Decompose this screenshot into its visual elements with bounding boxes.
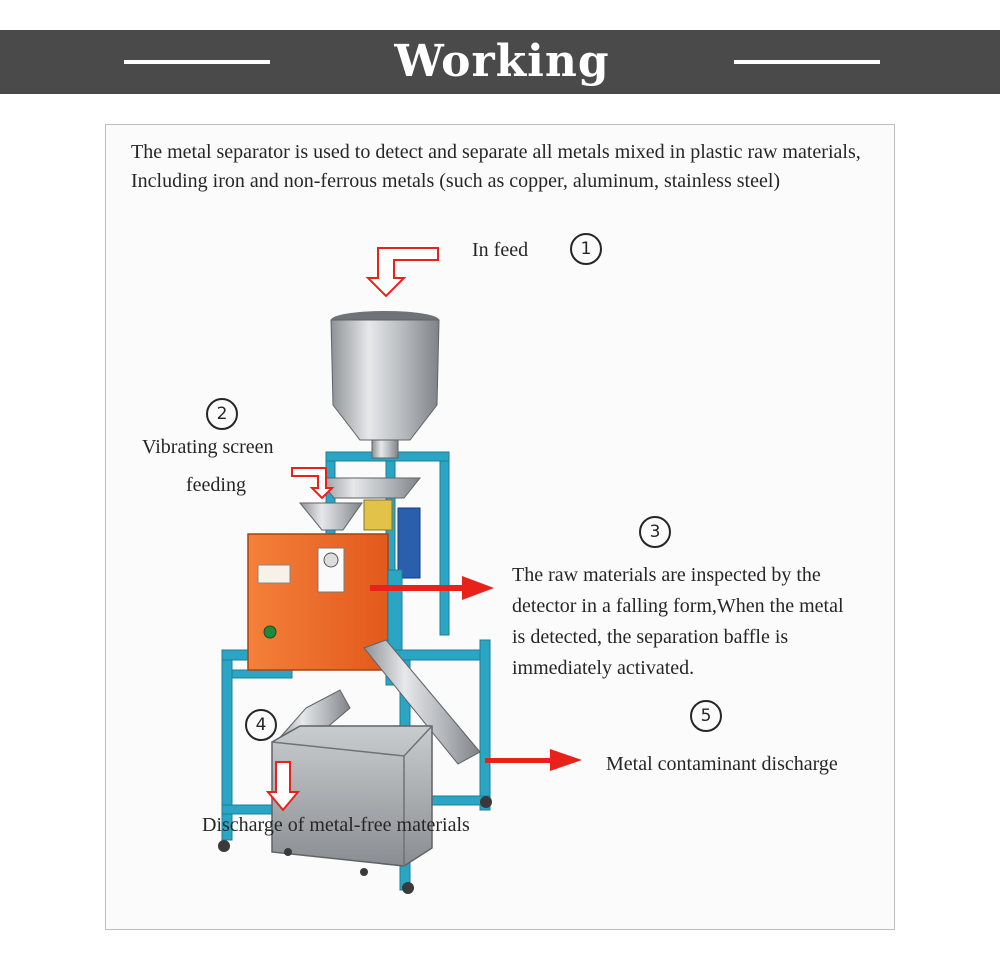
header-right-rule: [734, 60, 880, 64]
casters: [218, 796, 492, 894]
step4-number: 4: [245, 709, 277, 741]
vibrating-tray: [298, 477, 422, 579]
header-banner: Working Principle: [0, 30, 1000, 143]
step2-number: 2: [206, 398, 238, 430]
intro-text: The metal separator is used to detect an…: [131, 141, 861, 192]
collection-bin: [271, 725, 433, 867]
step3-line: immediately activated.: [512, 657, 695, 679]
diagram-panel: [105, 124, 895, 930]
vibrating-arrow-icon: [291, 467, 335, 500]
hopper: [330, 311, 440, 459]
step4-label: Discharge of metal-free materials: [202, 814, 470, 836]
step3-line: The raw materials are inspected by the: [512, 564, 821, 586]
step2-label-line1: Vibrating screen: [142, 436, 274, 458]
step3-number: 3: [639, 516, 671, 548]
inspect-arrow-icon: [370, 576, 494, 600]
header-left-rule: [124, 60, 270, 64]
step3-line: is detected, the separation baffle is: [512, 626, 789, 648]
step3-line: detector in a falling form,When the meta…: [512, 595, 844, 617]
step5-number: 5: [690, 700, 722, 732]
infeed-arrow-icon: [365, 247, 439, 298]
step1-number: 1: [570, 233, 602, 265]
discharge-arrow-icon: [265, 761, 301, 812]
step2-label-line2: feeding: [186, 474, 246, 496]
step5-label: Metal contaminant discharge: [606, 753, 838, 775]
contaminant-arrow-icon: [485, 749, 582, 771]
step1-label: In feed: [472, 239, 529, 261]
page-title: Working Principle: [385, 36, 619, 143]
step3-description: The raw materials are inspected by the d…: [512, 560, 844, 684]
